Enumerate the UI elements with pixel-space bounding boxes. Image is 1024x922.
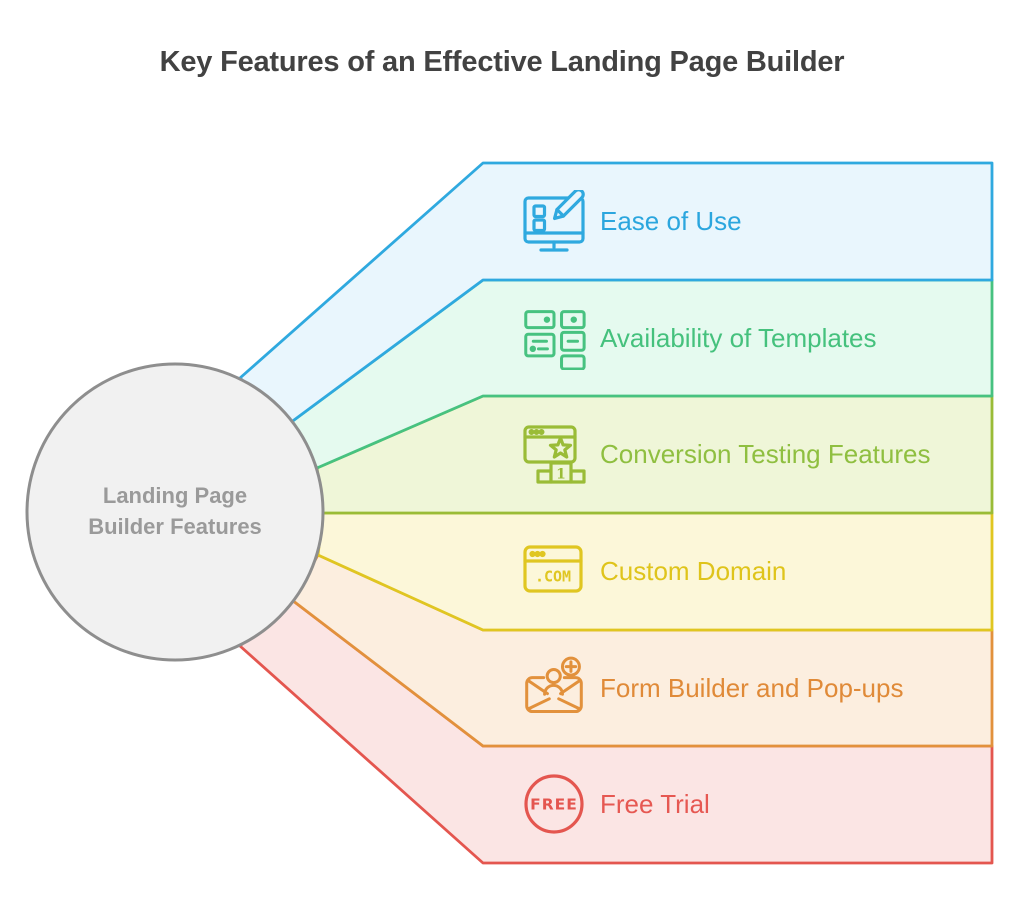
page-title: Key Features of an Effective Landing Pag…	[159, 46, 845, 78]
winner-podium-icon: 1	[523, 425, 586, 484]
feature-label-ease-of-use: Ease of Use	[600, 206, 742, 236]
center-circle-label: Landing Page Builder Features	[45, 480, 305, 542]
feature-label-templates: Availability of Templates	[600, 323, 877, 353]
free-stamp-icon: FREE	[524, 774, 584, 834]
podium-rank-text: 1	[556, 467, 566, 483]
feature-label-custom-domain: Custom Domain	[600, 556, 787, 586]
templates-grid-icon	[524, 310, 586, 370]
center-circle	[25, 362, 325, 662]
feature-label-conversion-testing: Conversion Testing Features	[600, 439, 931, 469]
dot-com-text: .COM	[535, 568, 571, 586]
free-stamp-text: FREE	[530, 796, 578, 814]
subscribe-envelope-icon	[525, 656, 583, 714]
dot-com-browser-icon: .COM	[523, 545, 583, 593]
monitor-edit-icon	[523, 190, 585, 252]
center-circle-label-line1: Landing Page	[102, 483, 248, 508]
feature-label-free-trial: Free Trial	[600, 789, 710, 819]
center-circle-label-line2: Builder Features	[88, 514, 262, 539]
feature-label-form-builder: Form Builder and Pop-ups	[600, 673, 904, 703]
